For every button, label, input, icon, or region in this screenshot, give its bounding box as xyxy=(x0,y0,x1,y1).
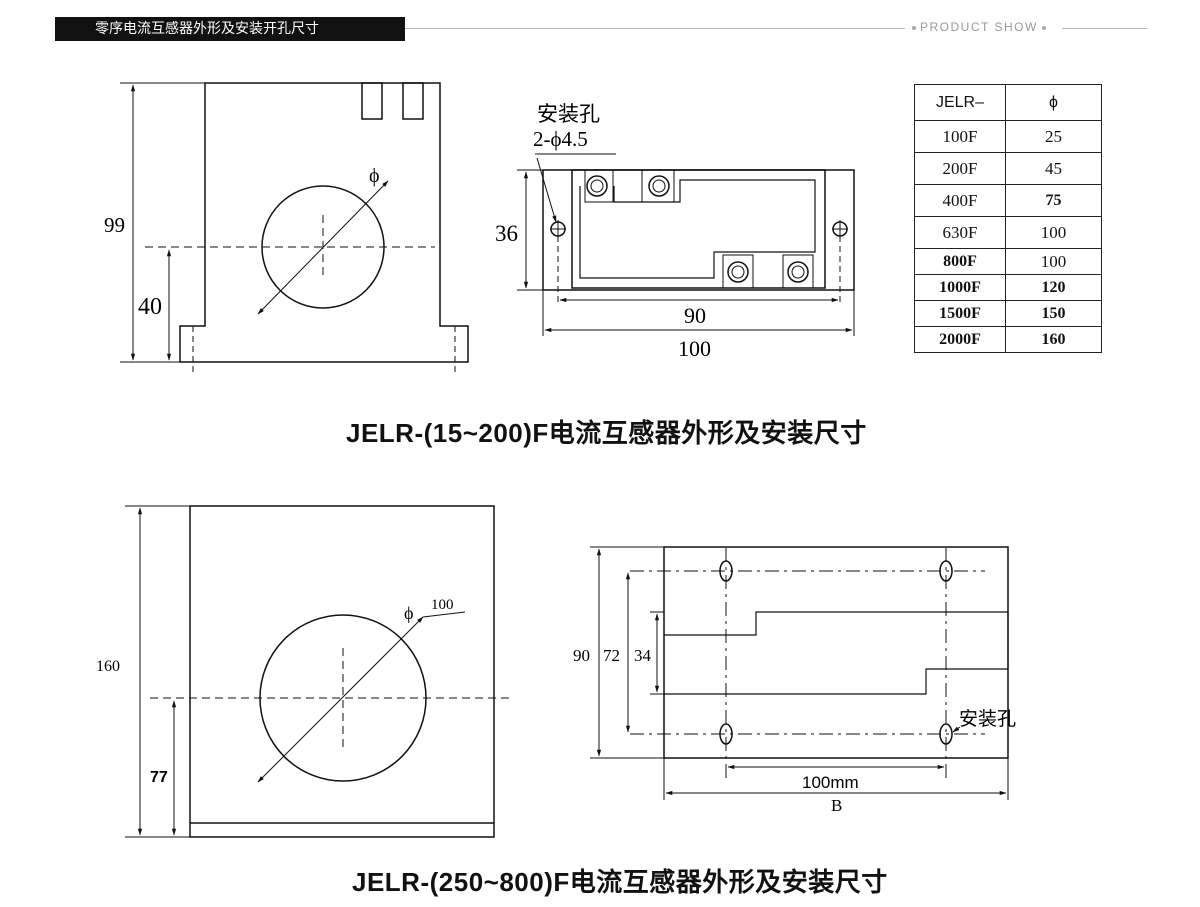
fig2-dim-90-label: 90 xyxy=(573,646,590,665)
spec-phi-cell: 150 xyxy=(1005,300,1102,327)
fig2-hole-leader xyxy=(952,726,961,733)
header-divider-right xyxy=(1062,28,1147,29)
fig1-phi-label: ϕ xyxy=(369,165,380,187)
fig2-phi-value: 100 xyxy=(431,597,454,613)
spec-table: JELR– ϕ 100F 25 200F 45 400F 75 630F 100… xyxy=(914,84,1102,353)
fig2-side-cavity xyxy=(664,611,1008,695)
fig1-front-outline xyxy=(179,82,469,363)
fig2-dim-77-label: 77 xyxy=(150,769,168,786)
fig1-screw-1-inner xyxy=(590,179,604,193)
product-show-text: PRODUCT SHOW xyxy=(920,20,1038,34)
fig1-hole-spec: 2-ϕ4.5 xyxy=(533,127,588,151)
spec-model-cell: 800F xyxy=(914,248,1006,275)
fig1-hole-leader xyxy=(536,157,557,223)
fig2-hole-label: 安装孔 xyxy=(959,708,1016,730)
fig1-screw-1 xyxy=(586,175,608,197)
fig2-diameter-line xyxy=(257,616,424,783)
fig2-mount-hole-4 xyxy=(939,723,953,745)
fig1-terminal-box-2 xyxy=(641,169,675,203)
fig1-side-cavity xyxy=(579,179,816,279)
spec-phi-cell: 160 xyxy=(1005,326,1102,353)
spec-phi-cell: 75 xyxy=(1005,184,1102,217)
fig1-terminal-right xyxy=(402,82,424,120)
fig2-mount-hole-2 xyxy=(939,560,953,582)
table-row: 100F 25 xyxy=(914,120,1102,153)
fig1-terminal-box-1 xyxy=(584,169,614,203)
spec-model-cell: 200F xyxy=(914,152,1006,185)
spec-model-cell: 1500F xyxy=(914,300,1006,327)
fig2-dim-34-label: 34 xyxy=(634,646,652,665)
fig2-front-view xyxy=(125,505,512,838)
table-row: 630F 100 xyxy=(914,216,1102,249)
fig1-caption: JELR-(15~200)F电流互感器外形及安装尺寸 xyxy=(346,418,867,448)
table-row: 800F 100 xyxy=(914,248,1102,275)
header-divider xyxy=(405,28,905,29)
spec-header-model: JELR– xyxy=(914,84,1006,121)
fig2-side-outline xyxy=(663,546,1009,759)
fig1-terminal-box-4 xyxy=(782,254,814,289)
fig1-dim-90-label: 90 xyxy=(684,303,706,328)
spec-phi-cell: 100 xyxy=(1005,248,1102,275)
spec-phi-cell: 25 xyxy=(1005,120,1102,153)
spec-model-cell: 1000F xyxy=(914,274,1006,301)
fig1-screw-3-inner xyxy=(731,265,745,279)
fig1-terminal-box-3 xyxy=(722,254,754,289)
fig1-dim-99-label: 99 xyxy=(104,213,125,237)
spec-model-cell: 400F xyxy=(914,184,1006,217)
spec-model-cell: 2000F xyxy=(914,326,1006,353)
fig2-mount-hole-1 xyxy=(719,560,733,582)
dot-icon xyxy=(912,25,916,30)
fig2-dim-72-label: 72 xyxy=(603,646,620,665)
spec-model-cell: 100F xyxy=(914,120,1006,153)
fig1-side-view xyxy=(517,153,855,336)
dot-icon xyxy=(1041,25,1046,30)
product-show-label: PRODUCT SHOW xyxy=(908,20,1050,34)
spec-table-header: JELR– ϕ xyxy=(914,84,1102,121)
fig1-hole-label: 安装孔 xyxy=(537,102,600,126)
table-row: 1000F 120 xyxy=(914,274,1102,301)
fig1-screw-4-inner xyxy=(791,265,805,279)
spec-header-phi: ϕ xyxy=(1005,84,1102,121)
fig1-screw-2 xyxy=(648,175,670,197)
fig2-phi-leader xyxy=(422,611,466,618)
fig2-front-outline xyxy=(189,505,495,838)
fig2-phi-label: ϕ xyxy=(404,603,413,623)
fig1-side-inner xyxy=(571,169,826,289)
fig2-dim-b-label: B xyxy=(831,796,842,815)
page-title: 零序电流互感器外形及安装开孔尺寸 xyxy=(55,17,405,41)
fig1-dim-40-label: 40 xyxy=(138,294,162,320)
table-row: 400F 75 xyxy=(914,184,1102,217)
spec-phi-cell: 45 xyxy=(1005,152,1102,185)
spec-phi-cell: 100 xyxy=(1005,216,1102,249)
table-row: 200F 45 xyxy=(914,152,1102,185)
table-row: 2000F 160 xyxy=(914,326,1102,353)
fig2-dim-160-label: 160 xyxy=(96,658,120,675)
spec-phi-cell: 120 xyxy=(1005,274,1102,301)
spec-model-cell: 630F xyxy=(914,216,1006,249)
fig1-dim-36-label: 36 xyxy=(495,221,518,246)
fig1-screw-4 xyxy=(787,261,809,283)
fig2-mount-hole-3 xyxy=(719,723,733,745)
fig1-screw-3 xyxy=(727,261,749,283)
fig2-side-view xyxy=(590,546,1009,800)
fig2-dim-100mm-label: 100mm xyxy=(802,773,859,792)
fig1-terminal-left xyxy=(361,82,383,120)
table-row: 1500F 150 xyxy=(914,300,1102,327)
fig1-front-view xyxy=(120,82,469,376)
fig1-screw-2-inner xyxy=(652,179,666,193)
fig2-caption: JELR-(250~800)F电流互感器外形及安装尺寸 xyxy=(352,867,888,897)
fig1-dim-100-label: 100 xyxy=(678,336,711,361)
